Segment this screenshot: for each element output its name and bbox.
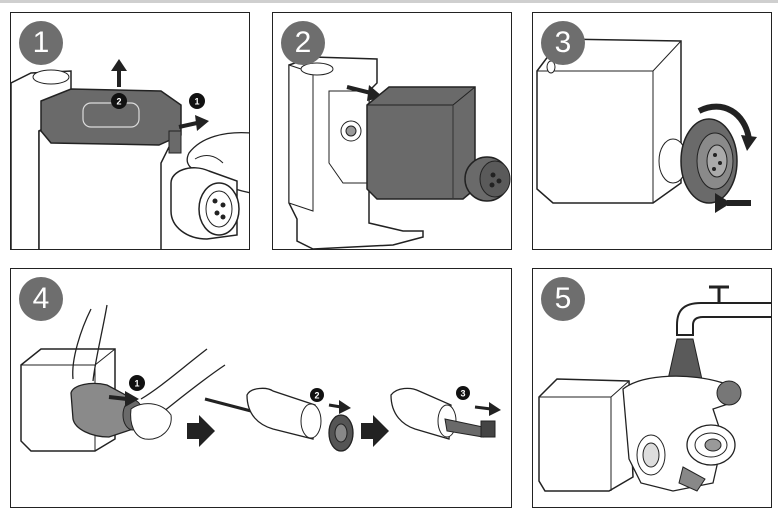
step-2-illustration — [288, 56, 511, 249]
step-3-badge: 3 — [541, 21, 585, 65]
svg-text:2: 2 — [314, 391, 319, 401]
step-2-panel: 2 — [272, 12, 512, 250]
svg-text:1: 1 — [194, 97, 199, 107]
callout-2: 2 — [111, 93, 127, 109]
step-1-badge: 1 — [19, 21, 63, 65]
callout-3: 3 — [456, 386, 470, 400]
hopper — [366, 86, 476, 200]
step-3-illustration — [536, 38, 757, 213]
svg-text:2: 2 — [116, 97, 121, 107]
right-arrow-icon — [474, 402, 501, 416]
rotate-arrow-icon — [697, 103, 757, 213]
svg-text:1: 1 — [134, 379, 139, 389]
step-2-badge: 2 — [281, 21, 325, 65]
step-5-panel: 5 — [532, 268, 772, 508]
step-5-illustration — [538, 285, 771, 492]
step-4-panel: 1 2 — [10, 268, 512, 508]
svg-text:3: 3 — [460, 389, 465, 399]
right-arrow-icon — [178, 115, 209, 131]
step-1-panel: 2 1 1 — [10, 12, 250, 250]
up-arrow-icon — [111, 59, 127, 87]
top-border — [0, 0, 778, 3]
callout-2: 2 — [310, 388, 324, 402]
right-arrow-icon — [328, 400, 351, 414]
step-4-badge: 4 — [19, 277, 63, 321]
faucet-icon — [676, 285, 771, 336]
step-1-illustration: 2 1 — [11, 59, 249, 249]
callout-1: 1 — [129, 375, 145, 391]
step-3-panel: 3 — [532, 12, 772, 250]
right-arrow-icon — [108, 391, 139, 407]
right-arrow-icon — [187, 415, 215, 447]
right-arrow-icon — [361, 415, 389, 447]
callout-1: 1 — [189, 93, 205, 109]
step-4-illustration: 1 2 — [20, 304, 501, 452]
step-5-badge: 5 — [541, 277, 585, 321]
